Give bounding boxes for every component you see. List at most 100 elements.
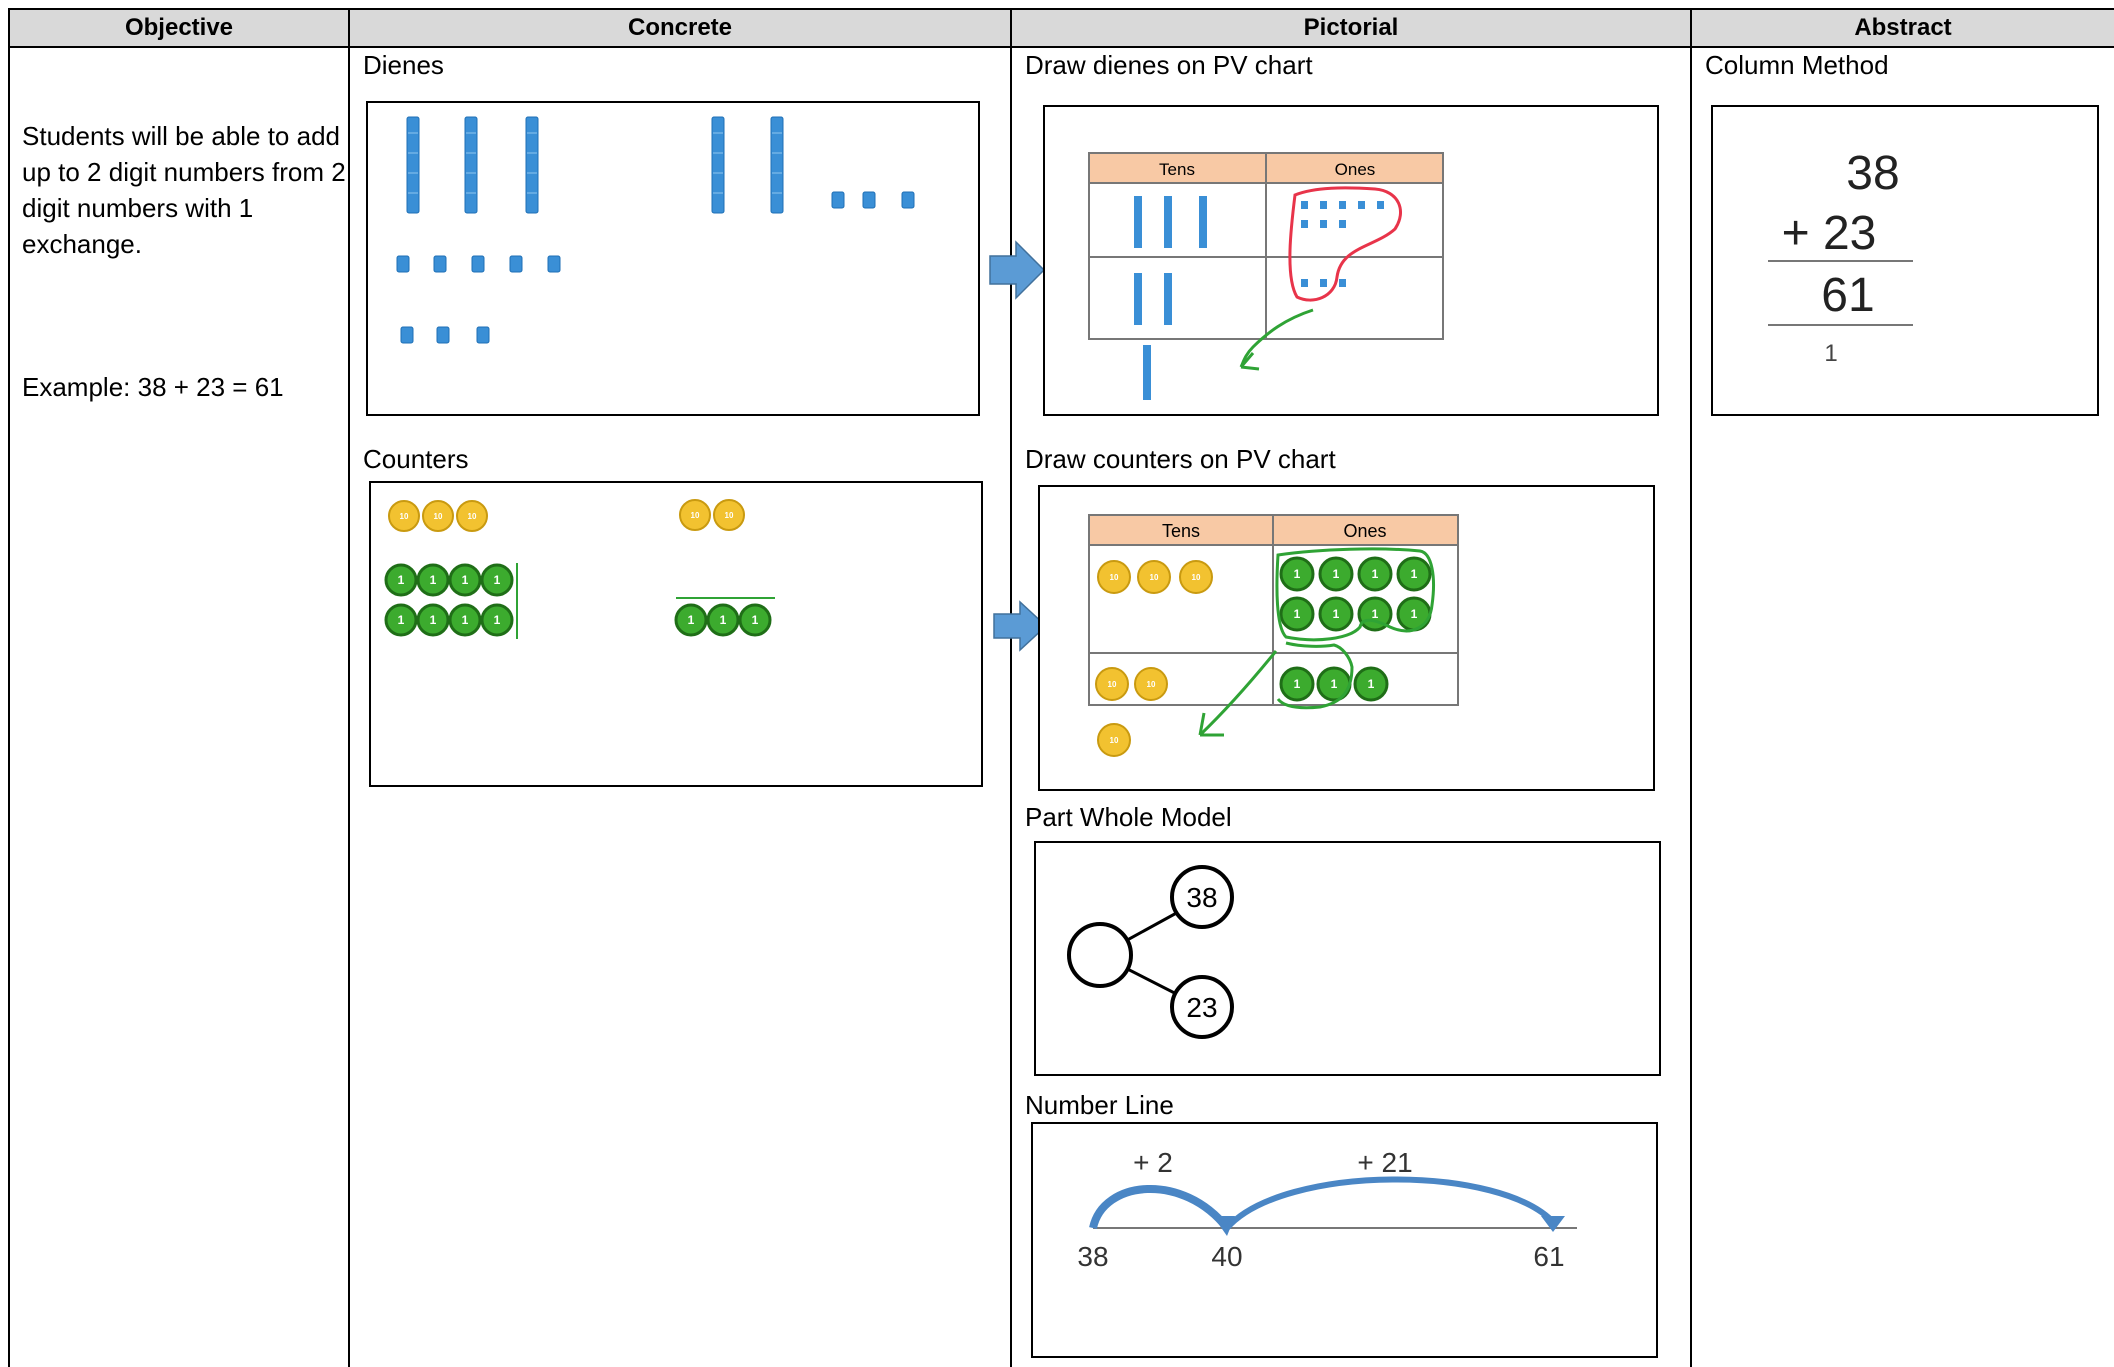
pv-ones-heading: Ones — [1343, 521, 1386, 541]
svg-text:10: 10 — [400, 512, 409, 521]
svg-text:1: 1 — [494, 613, 501, 627]
ten-rod — [464, 116, 478, 214]
one-cube — [862, 191, 876, 209]
dienes-pv-label: Draw dienes on PV chart — [1025, 50, 1313, 80]
svg-text:1: 1 — [1333, 607, 1340, 621]
svg-text:1: 1 — [1294, 607, 1301, 621]
part-whole-model: 38 23 — [1067, 865, 1234, 1039]
svg-text:10: 10 — [691, 511, 700, 520]
column-carry: 1 — [1824, 340, 1837, 367]
counters-pv-label: Draw counters on PV chart — [1025, 444, 1336, 474]
svg-text:1: 1 — [430, 613, 437, 627]
svg-text:10: 10 — [434, 512, 443, 521]
counters-illustration: 10 10 10 10 10 — [384, 499, 775, 639]
one-cube — [436, 326, 450, 344]
right-arrow-icon — [989, 240, 1046, 300]
svg-text:1: 1 — [688, 613, 695, 627]
dienes-label: Dienes — [363, 50, 444, 80]
number-line: + 2 + 21 38 40 61 — [1077, 1147, 1577, 1272]
mid-value: 40 — [1211, 1241, 1242, 1272]
svg-text:1: 1 — [398, 573, 405, 587]
svg-text:10: 10 — [1110, 736, 1119, 745]
jump-1-label: + 2 — [1133, 1147, 1173, 1178]
column-method: 38 + 23 61 1 — [1768, 147, 1913, 367]
end-value: 61 — [1533, 1241, 1564, 1272]
svg-text:1: 1 — [752, 613, 759, 627]
number-line-label: Number Line — [1025, 1090, 1174, 1120]
part-a-value: 38 — [1186, 882, 1217, 913]
grid-top-border — [8, 8, 2114, 10]
svg-text:1: 1 — [462, 613, 469, 627]
svg-text:1: 1 — [1411, 567, 1418, 581]
svg-text:10: 10 — [1192, 573, 1201, 582]
svg-text:10: 10 — [1108, 680, 1117, 689]
svg-text:10: 10 — [1147, 680, 1156, 689]
ten-counters-group-b: 10 10 — [679, 499, 745, 531]
ten-counters-group-a: 10 10 10 — [388, 500, 488, 532]
column-answer: 61 — [1821, 269, 1874, 322]
dienes-box — [366, 101, 980, 416]
dienes-pv-chart: Tens Ones — [1088, 152, 1444, 400]
header-concrete: Concrete — [350, 10, 1010, 46]
svg-text:1: 1 — [720, 613, 727, 627]
column-method-label: Column Method — [1705, 50, 1889, 80]
one-cube — [400, 326, 414, 344]
ten-rod — [770, 116, 784, 214]
jump-2-label: + 21 — [1357, 1147, 1412, 1178]
counters-pv-box: Tens Ones 10 10 10 10 10 10 — [1038, 485, 1655, 791]
one-cube — [471, 255, 485, 273]
svg-text:1: 1 — [494, 573, 501, 587]
grid-divider-2 — [1010, 8, 1012, 1367]
part-circle — [1170, 975, 1234, 1039]
objective-example: Example: 38 + 23 = 61 — [22, 372, 284, 402]
objective-text: Students will be able to add up to 2 dig… — [22, 121, 346, 259]
one-cube — [509, 255, 523, 273]
svg-text:1: 1 — [462, 573, 469, 587]
svg-text:10: 10 — [1110, 573, 1119, 582]
header-pictorial: Pictorial — [1012, 10, 1690, 46]
pv-tens-heading: Tens — [1159, 160, 1195, 179]
start-value: 38 — [1077, 1241, 1108, 1272]
ten-rod — [406, 116, 420, 214]
svg-text:1: 1 — [430, 573, 437, 587]
dienes-illustration — [396, 116, 915, 344]
pv-tens-heading: Tens — [1162, 521, 1200, 541]
svg-text:1: 1 — [1331, 677, 1338, 691]
svg-text:1: 1 — [1294, 567, 1301, 581]
one-cube — [433, 255, 447, 273]
column-method-box: 38 + 23 61 1 — [1711, 105, 2099, 416]
part-whole-box: 38 23 — [1034, 841, 1661, 1076]
part-circle — [1170, 865, 1234, 929]
counters-box: 10 10 10 10 10 — [369, 481, 983, 787]
header-objective: Objective — [10, 10, 348, 46]
svg-text:1: 1 — [1372, 607, 1379, 621]
one-cube — [831, 191, 845, 209]
ten-rod — [711, 116, 725, 214]
one-cube — [396, 255, 410, 273]
svg-text:1: 1 — [1294, 677, 1301, 691]
grid-left-border — [8, 8, 10, 1367]
whole-circle — [1067, 922, 1133, 988]
column-add-number: + 23 — [1782, 207, 1877, 260]
svg-text:10: 10 — [468, 512, 477, 521]
svg-text:1: 1 — [1411, 607, 1418, 621]
dienes-pv-box: Tens Ones — [1043, 105, 1659, 416]
svg-text:1: 1 — [1368, 677, 1375, 691]
one-cube — [901, 191, 915, 209]
column-top-number: 38 — [1846, 147, 1899, 200]
pv-ones-heading: Ones — [1335, 160, 1376, 179]
ten-rod — [525, 116, 539, 214]
grid-header-border — [8, 46, 2114, 48]
svg-text:1: 1 — [1372, 567, 1379, 581]
right-arrow-icon — [993, 600, 1048, 652]
svg-text:10: 10 — [725, 511, 734, 520]
one-cube — [476, 326, 490, 344]
grid-divider-3 — [1690, 8, 1692, 1367]
part-whole-label: Part Whole Model — [1025, 802, 1232, 832]
counters-label: Counters — [363, 444, 469, 474]
one-counters-group-b: 1 1 1 — [674, 603, 772, 637]
one-cube — [547, 255, 561, 273]
counters-pv-chart: Tens Ones 10 10 10 10 10 10 — [1088, 514, 1459, 757]
one-counters-group-a: 1 1 1 1 1 1 1 1 — [384, 563, 514, 637]
